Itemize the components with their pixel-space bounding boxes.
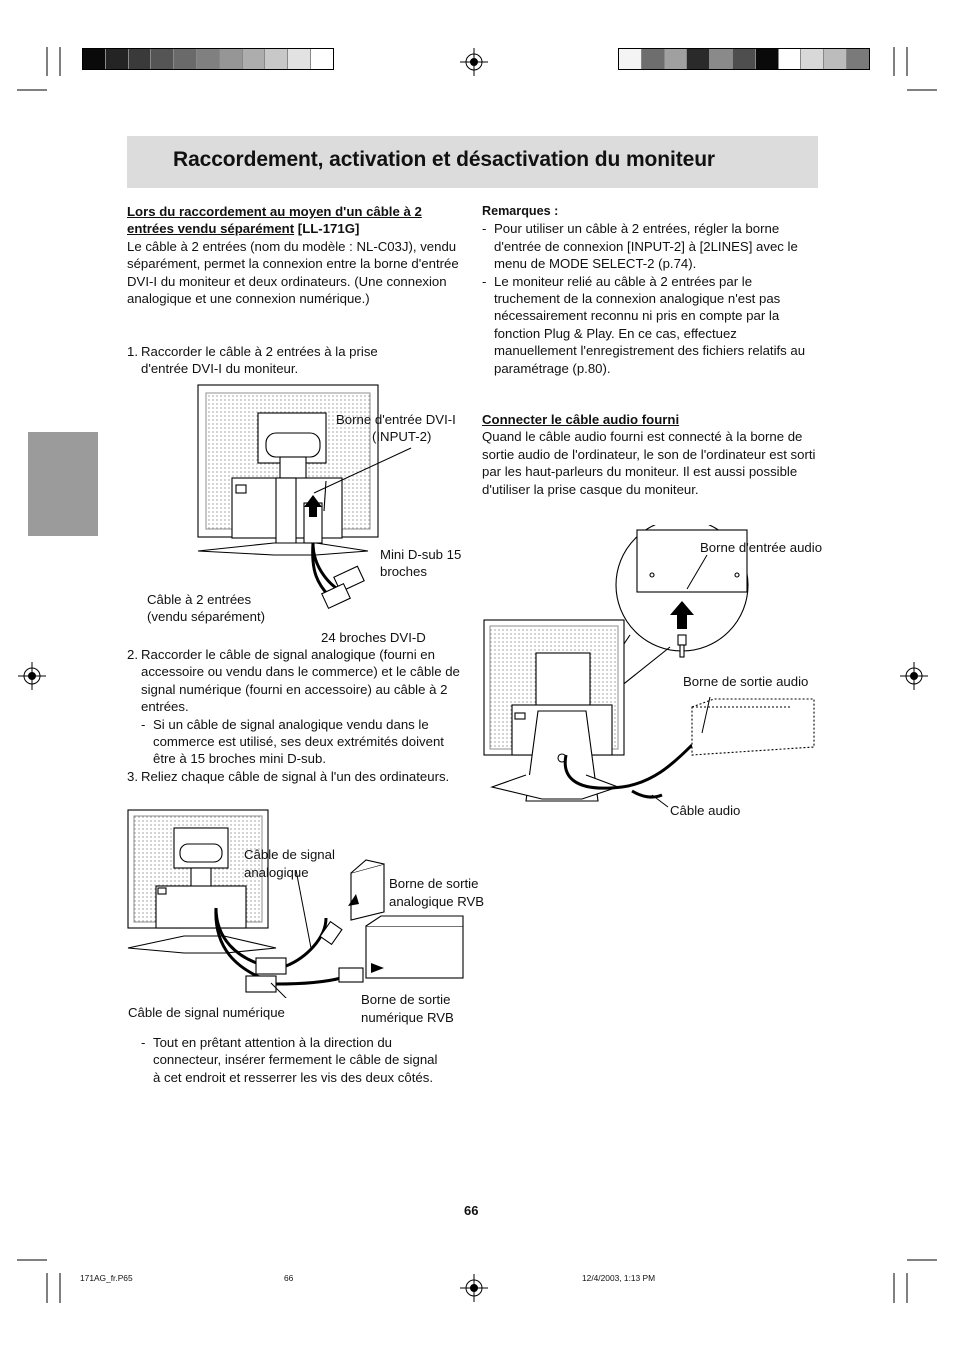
color-swatch [801, 49, 825, 69]
registration-mark-bottom [460, 1274, 488, 1302]
label-rgb-digital-1: Borne de sortie [361, 992, 451, 1007]
label-rgb-digital-2: numérique RVB [361, 1010, 454, 1025]
color-swatch [846, 49, 869, 69]
label-mini-dsub-2: broches [380, 564, 427, 579]
color-swatch [174, 49, 197, 69]
color-swatch [687, 49, 711, 69]
label-analog-cable-1: Câble de signal [244, 847, 335, 862]
color-swatch [664, 49, 688, 69]
color-swatch [128, 49, 152, 69]
color-swatch [619, 49, 642, 69]
color-swatch [288, 49, 311, 69]
label-audio-cable: Câble audio [670, 803, 741, 818]
label-dvi-input: Borne d'entrée DVI-I [336, 412, 456, 427]
remarks-block: Remarques : -Pour utiliser un câble à 2 … [482, 203, 816, 377]
footer-file: 171AG_fr.P65 [80, 1273, 133, 1283]
step-1-text: Raccorder le câble à 2 entrées à la pris… [141, 344, 378, 377]
page-number: 66 [464, 1203, 479, 1218]
audio-heading: Connecter le câble audio fourni [482, 412, 680, 427]
label-mini-dsub-1: Mini D-sub 15 [380, 547, 462, 562]
color-swatch [310, 49, 333, 69]
color-swatch [242, 49, 266, 69]
page-title: Raccordement, activation et désactivatio… [173, 148, 715, 171]
audio-paragraph: Quand le câble audio fourni est connecté… [482, 429, 816, 497]
label-rgb-analog-2: analogique RVB [389, 894, 485, 909]
footer-datetime: 12/4/2003, 1:13 PM [582, 1273, 656, 1283]
footer-page: 66 [284, 1273, 294, 1283]
color-swatch [105, 49, 129, 69]
final-note-text: Tout en prêtant attention à la direction… [153, 1035, 438, 1085]
label-input-2: (INPUT-2) [372, 429, 432, 444]
color-swatch [151, 49, 175, 69]
label-2-input-cable-1: Câble à 2 entrées [147, 592, 252, 607]
label-audio-input: Borne d'entrée audio [700, 540, 823, 555]
color-swatch [778, 49, 802, 69]
color-bar-left [82, 48, 334, 70]
remark-2: Le moniteur relié au câble à 2 entrées p… [494, 273, 806, 376]
model-tag: [LL-171G] [297, 221, 360, 237]
section-heading-2-inputs: Lors du raccordement au moyen d'un câble… [127, 204, 422, 237]
label-analog-cable-2: analogique [244, 865, 309, 880]
label-audio-output: Borne de sortie audio [683, 674, 809, 689]
steps-2-3: 2.Raccorder le câble de signal analogiqu… [127, 647, 460, 784]
figure-2-input-cable [197, 384, 412, 610]
color-swatch [824, 49, 847, 69]
registration-mark-top [460, 48, 488, 76]
label-rgb-analog-1: Borne de sortie [389, 876, 479, 891]
title-band [127, 136, 818, 188]
audio-block: Connecter le câble audio fourni Quand le… [482, 411, 816, 498]
figure-two-computers [127, 809, 464, 998]
remarks-title: Remarques : [482, 204, 559, 218]
intro-paragraph: Le câble à 2 entrées (nom du modèle : NL… [127, 238, 459, 307]
final-note: -Tout en prêtant attention à la directio… [141, 1035, 438, 1085]
color-swatch [83, 49, 106, 69]
label-digital-cable: Câble de signal numérique [128, 1005, 285, 1020]
label-2-input-cable-2: (vendu séparément) [147, 609, 266, 624]
registration-mark-right [900, 662, 928, 690]
figure-audio-cable [483, 525, 815, 808]
color-swatch [755, 49, 779, 69]
color-swatch [641, 49, 665, 69]
color-swatch [732, 49, 756, 69]
step-1: 1. Raccorder le câble à 2 entrées à la p… [127, 344, 378, 377]
step-3-text: Reliez chaque câble de signal à l'un des… [141, 768, 450, 784]
section-side-tab [28, 432, 98, 536]
step-2-note: Si un câble de signal analogique vendu d… [153, 716, 444, 767]
color-swatch [219, 49, 243, 69]
color-swatch [265, 49, 289, 69]
label-dvi-d-24: 24 broches DVI-D [321, 630, 426, 645]
left-intro-block: Lors du raccordement au moyen d'un câble… [127, 203, 462, 307]
remark-1: Pour utiliser un câble à 2 entrées, régl… [494, 221, 798, 272]
color-swatch [710, 49, 733, 69]
color-bar-right [618, 48, 870, 70]
color-swatch [196, 49, 220, 69]
registration-mark-left [18, 662, 46, 690]
step-2-text: Raccorder le câble de signal analogique … [141, 647, 460, 715]
